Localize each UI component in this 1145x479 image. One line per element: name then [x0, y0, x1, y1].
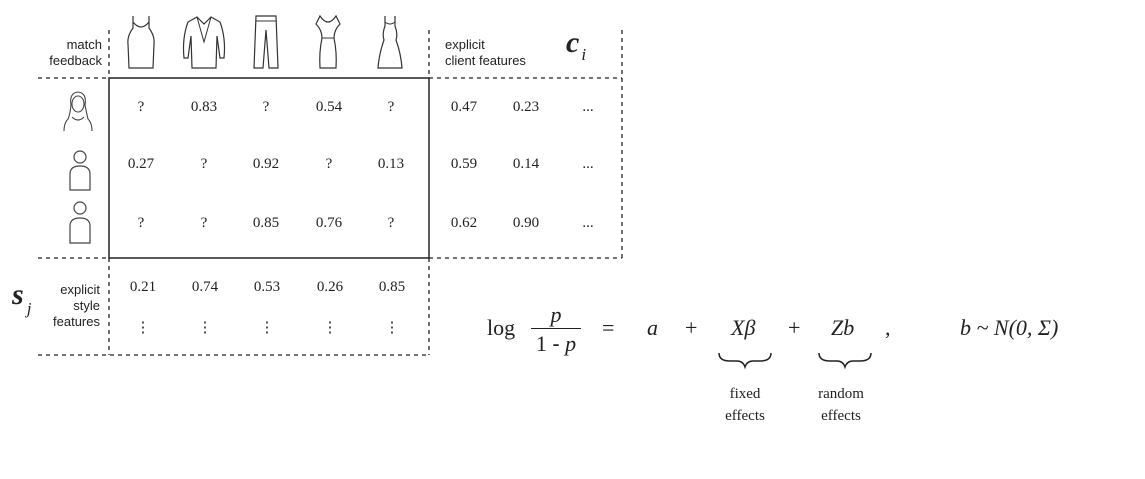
log-term: log [487, 315, 516, 340]
style-feature-cell: 0.21 [129, 279, 157, 295]
comma: , [885, 315, 891, 340]
explicit-client-features-label: explicit client features [445, 37, 526, 68]
feedback-cell: 0.85 [252, 215, 280, 231]
style-continuation: ⋮ [322, 320, 338, 336]
style-continuation: ⋮ [197, 320, 213, 336]
fitted-dress-icon [315, 14, 341, 69]
person-client-icon [69, 201, 91, 244]
feedback-cell: ? [137, 99, 145, 115]
style-feature-cell: 0.85 [378, 279, 406, 295]
feedback-cell: 0.92 [252, 156, 280, 172]
sweater-icon [182, 16, 226, 69]
client-feature-cell: 0.62 [450, 215, 478, 231]
person-client-icon [69, 150, 91, 191]
style-feature-cell: 0.74 [191, 279, 219, 295]
feedback-cell: ? [387, 215, 395, 231]
plus-sign: + [788, 315, 801, 340]
client-feature-cell: 0.23 [512, 99, 540, 115]
explicit-style-features-label: explicit style features [53, 282, 100, 329]
tank-top-icon [127, 16, 155, 69]
woman-client-icon [63, 91, 93, 132]
random-effects-label: random effects [818, 386, 864, 424]
fraction-bar [531, 328, 581, 329]
fixed-effects-term: Xβ [731, 315, 756, 340]
feedback-cell: 0.83 [190, 99, 218, 115]
feedback-cell: 0.54 [315, 99, 343, 115]
feedback-matrix-box [108, 77, 430, 259]
fixed-effects-brace [718, 352, 772, 370]
feedback-cell: 0.76 [315, 215, 343, 231]
style-continuation: ⋮ [259, 320, 275, 336]
random-effects-brace [818, 352, 872, 370]
feedback-cell: ? [137, 215, 145, 231]
client-feature-cell: 0.59 [450, 156, 478, 172]
style-continuation: ⋮ [135, 320, 151, 336]
client-feature-cell: 0.47 [450, 99, 478, 115]
client-feature-cell: ... [582, 156, 594, 172]
client-feature-cell: 0.90 [512, 215, 540, 231]
feedback-cell: ? [262, 99, 270, 115]
style-continuation: ⋮ [384, 320, 400, 336]
style-feature-cell: 0.53 [253, 279, 281, 295]
feedback-cell: ? [200, 156, 208, 172]
random-effects-distribution: b ~ N(0, Σ) [960, 315, 1059, 340]
long-dress-icon [377, 16, 403, 69]
equals-sign: = [602, 315, 615, 340]
client-feature-cell: 0.14 [512, 156, 540, 172]
pants-icon [253, 15, 279, 69]
client-feature-cell: ... [582, 99, 594, 115]
feedback-cell: ? [325, 156, 333, 172]
fraction-denominator: 1 - p [535, 331, 577, 356]
feedback-cell: ? [200, 215, 208, 231]
intercept-a: a [647, 315, 658, 340]
plus-sign: + [685, 315, 698, 340]
fraction: p 1 - p [530, 302, 582, 359]
match-feedback-label: match feedback [49, 37, 102, 68]
client-feature-cell: ... [582, 215, 594, 231]
feedback-cell: 0.27 [127, 156, 155, 172]
feedback-cell: 0.13 [377, 156, 405, 172]
style-feature-cell: 0.26 [316, 279, 344, 295]
fixed-effects-label: fixed effects [725, 386, 765, 424]
fraction-numerator: p [550, 302, 562, 327]
random-effects-term: Zb [831, 315, 855, 340]
feedback-cell: ? [387, 99, 395, 115]
